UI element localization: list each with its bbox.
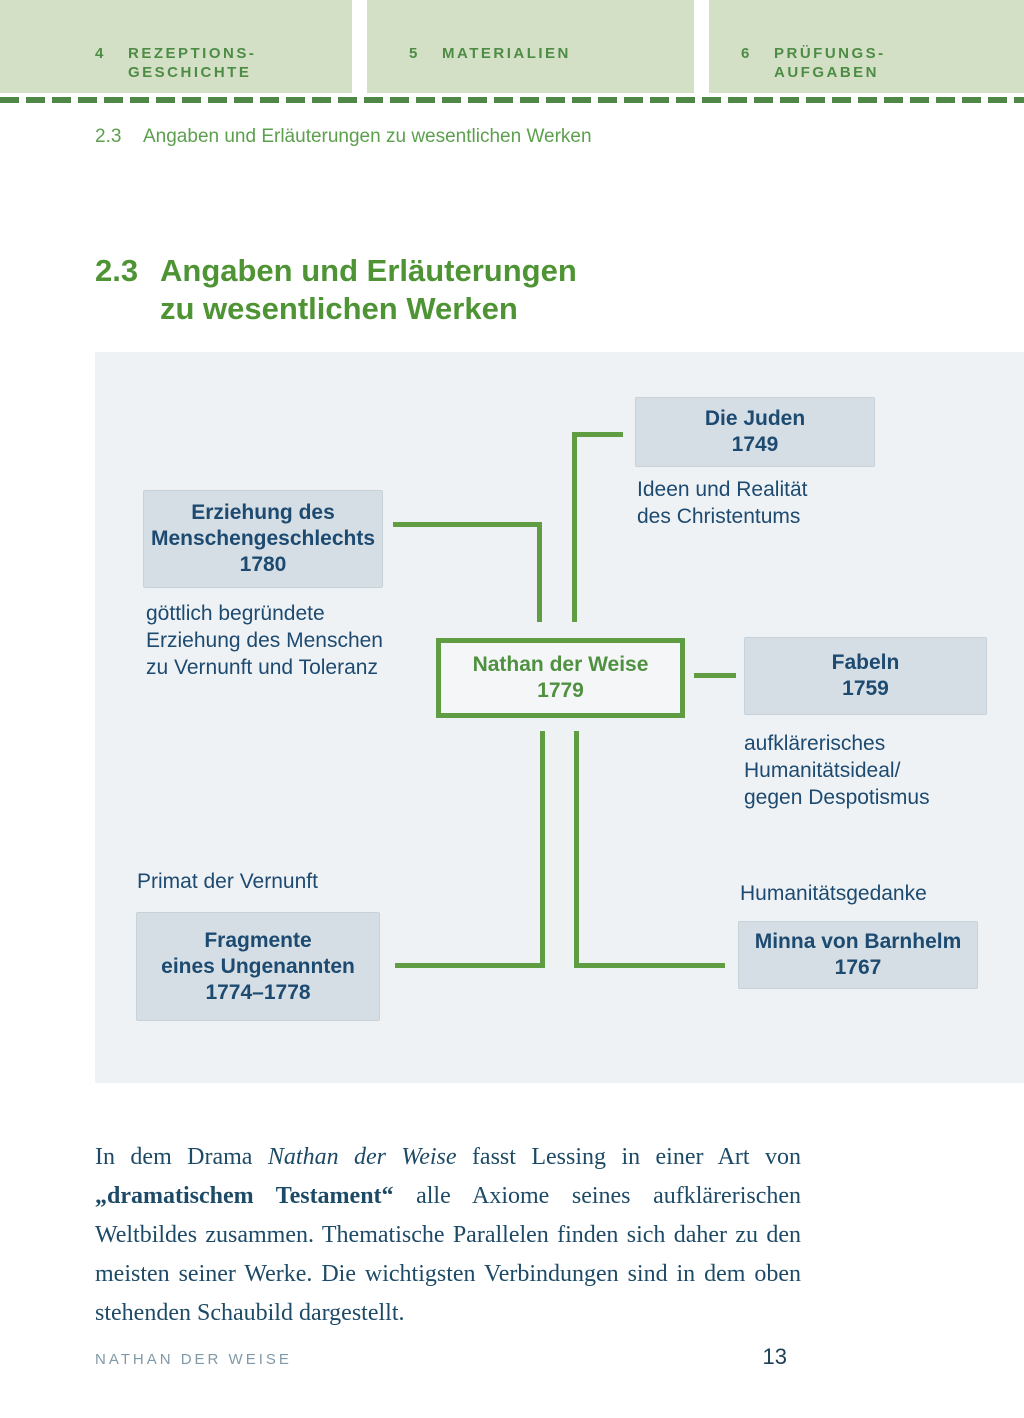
node-title: Fabeln: [831, 651, 900, 674]
footer-book-title: NATHAN DER WEISE: [95, 1351, 292, 1368]
node-die-juden: Die Juden 1749: [635, 397, 875, 467]
header-tab-materialien: 5 MATERIALIEN: [367, 0, 694, 93]
section-title: Angaben und Erläuterungen zu wesentliche…: [160, 253, 577, 326]
node-fabeln: Fabeln 1759: [744, 637, 987, 715]
node-title: Fragmente: [204, 928, 312, 952]
node-year: 1759: [842, 677, 889, 700]
dashed-divider: [0, 97, 1024, 103]
tab-number: 6: [741, 45, 752, 62]
node-erziehung-des-menschengeschlechts: Erziehung des Menschengeschlechts 1780: [143, 490, 383, 588]
note-fabeln: aufklärerisches Humanitätsideal/ gegen D…: [744, 732, 930, 809]
tab-label: REZEPTIONS- GESCHICHTE: [128, 45, 257, 81]
header-tab-pruefungsaufgaben: 6 PRÜFUNGS- AUFGABEN: [709, 0, 1024, 93]
tab-label: PRÜFUNGS- AUFGABEN: [774, 45, 886, 81]
page-footer: NATHAN DER WEISE 13: [95, 1344, 787, 1370]
connector-fragmente-horizontal: [395, 963, 545, 968]
works-diagram: Die Juden 1749 Erziehung des Menschenges…: [95, 352, 1024, 1083]
node-year: 1767: [834, 956, 882, 979]
note-erziehung: göttlich begründete Erziehung des Mensch…: [146, 602, 383, 679]
node-minna-von-barnhelm: Minna von Barnhelm 1767: [738, 921, 978, 989]
connector-die-juden-vertical: [572, 432, 577, 622]
connector-erziehung-vertical: [537, 522, 542, 622]
connector-erziehung-horizontal: [393, 522, 542, 527]
node-nathan-der-weise: Nathan der Weise 1779: [436, 638, 685, 718]
breadcrumb-number: 2.3: [95, 126, 122, 147]
connector-die-juden-horizontal: [572, 432, 623, 437]
note-fragmente: Primat der Vernunft: [137, 870, 318, 893]
note-minna: Humanitätsgedanke: [740, 882, 927, 905]
breadcrumb-text: Angaben und Erläuterungen zu wesentliche…: [143, 126, 592, 147]
tab-number: 5: [409, 45, 420, 62]
node-year: 1774–1778: [205, 980, 311, 1004]
node-year: 1780: [239, 553, 287, 576]
node-title: Nathan der Weise: [472, 653, 649, 676]
section-heading: 2.3 Angaben und Erläuterungen zu wesentl…: [95, 252, 577, 328]
tab-label: MATERIALIEN: [442, 45, 571, 62]
page-number: 13: [762, 1344, 787, 1369]
node-title: Die Juden: [704, 407, 806, 430]
header-tab-rezeptionsgeschichte: 4 REZEPTIONS- GESCHICHTE: [0, 0, 352, 93]
node-fragmente-eines-ungenannten: Fragmente eines Ungenannten 1774–1778: [136, 912, 380, 1021]
node-year: 1749: [731, 433, 779, 456]
node-title: eines Ungenannten: [161, 954, 355, 978]
connector-minna-horizontal: [574, 963, 725, 968]
breadcrumb: 2.3 Angaben und Erläuterungen zu wesentl…: [95, 126, 592, 148]
section-number: 2.3: [95, 253, 139, 288]
tab-number: 4: [95, 45, 106, 62]
node-year: 1779: [537, 679, 584, 702]
node-title: Erziehung des: [191, 501, 335, 524]
connector-minna-vertical: [574, 731, 579, 968]
connector-fragmente-vertical: [540, 731, 545, 968]
body-paragraph: In dem Drama Nathan der Weise fasst Less…: [95, 1144, 802, 1326]
note-die-juden: Ideen und Realität des Christentums: [637, 478, 808, 528]
node-title: Menschengeschlechts: [150, 527, 376, 550]
node-title: Minna von Barnhelm: [754, 930, 962, 953]
connector-fabeln-horizontal: [694, 673, 736, 678]
